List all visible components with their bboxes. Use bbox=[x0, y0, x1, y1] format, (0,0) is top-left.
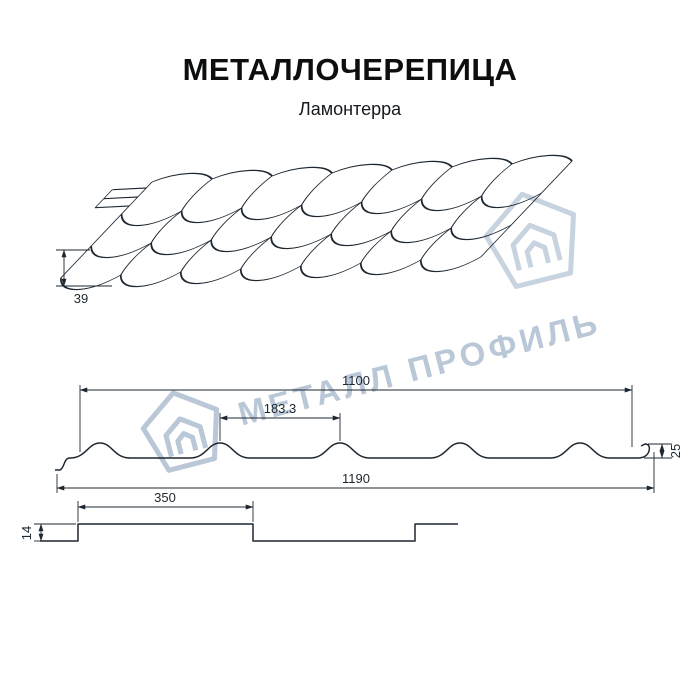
overlap-diagram: 350 14 bbox=[19, 490, 458, 542]
metall-profil-logo-icon bbox=[140, 390, 220, 473]
tile-column-lines bbox=[120, 163, 513, 276]
roof-sheet bbox=[59, 154, 573, 291]
edge-strip bbox=[94, 187, 147, 209]
dim-label-183: 183.3 bbox=[264, 401, 297, 416]
dimension-350 bbox=[77, 501, 254, 522]
dim-label-1190: 1190 bbox=[342, 471, 370, 486]
page-subtitle: Ламонтерра bbox=[298, 99, 402, 119]
perspective-view: 39 bbox=[56, 154, 573, 306]
dim-label-350: 350 bbox=[154, 490, 176, 505]
wave-row bbox=[90, 224, 512, 259]
overlap-profile bbox=[40, 523, 458, 542]
dimension-39 bbox=[56, 249, 112, 287]
dim-label-39: 39 bbox=[74, 291, 88, 306]
wave-row bbox=[120, 192, 542, 227]
wave-row bbox=[59, 256, 481, 291]
page-title: МЕТАЛЛОЧЕРЕПИЦА bbox=[182, 52, 518, 87]
dimension-14 bbox=[34, 523, 76, 542]
dimension-25 bbox=[644, 443, 672, 459]
profile-section: 1100 183.3 25 1190 bbox=[55, 373, 683, 493]
watermark: МЕТАЛЛ ПРОФИЛЬ bbox=[131, 281, 610, 481]
dim-label-1100: 1100 bbox=[342, 373, 370, 388]
dimension-183 bbox=[219, 413, 341, 441]
profile-curve bbox=[55, 442, 651, 471]
ridge-line bbox=[151, 154, 573, 183]
sheet-edges bbox=[60, 160, 573, 279]
dimension-1100 bbox=[79, 385, 633, 452]
dim-label-14: 14 bbox=[19, 526, 34, 540]
dimension-1190 bbox=[56, 452, 655, 493]
dim-label-25: 25 bbox=[668, 444, 683, 458]
metall-profil-logo-icon bbox=[483, 191, 577, 289]
